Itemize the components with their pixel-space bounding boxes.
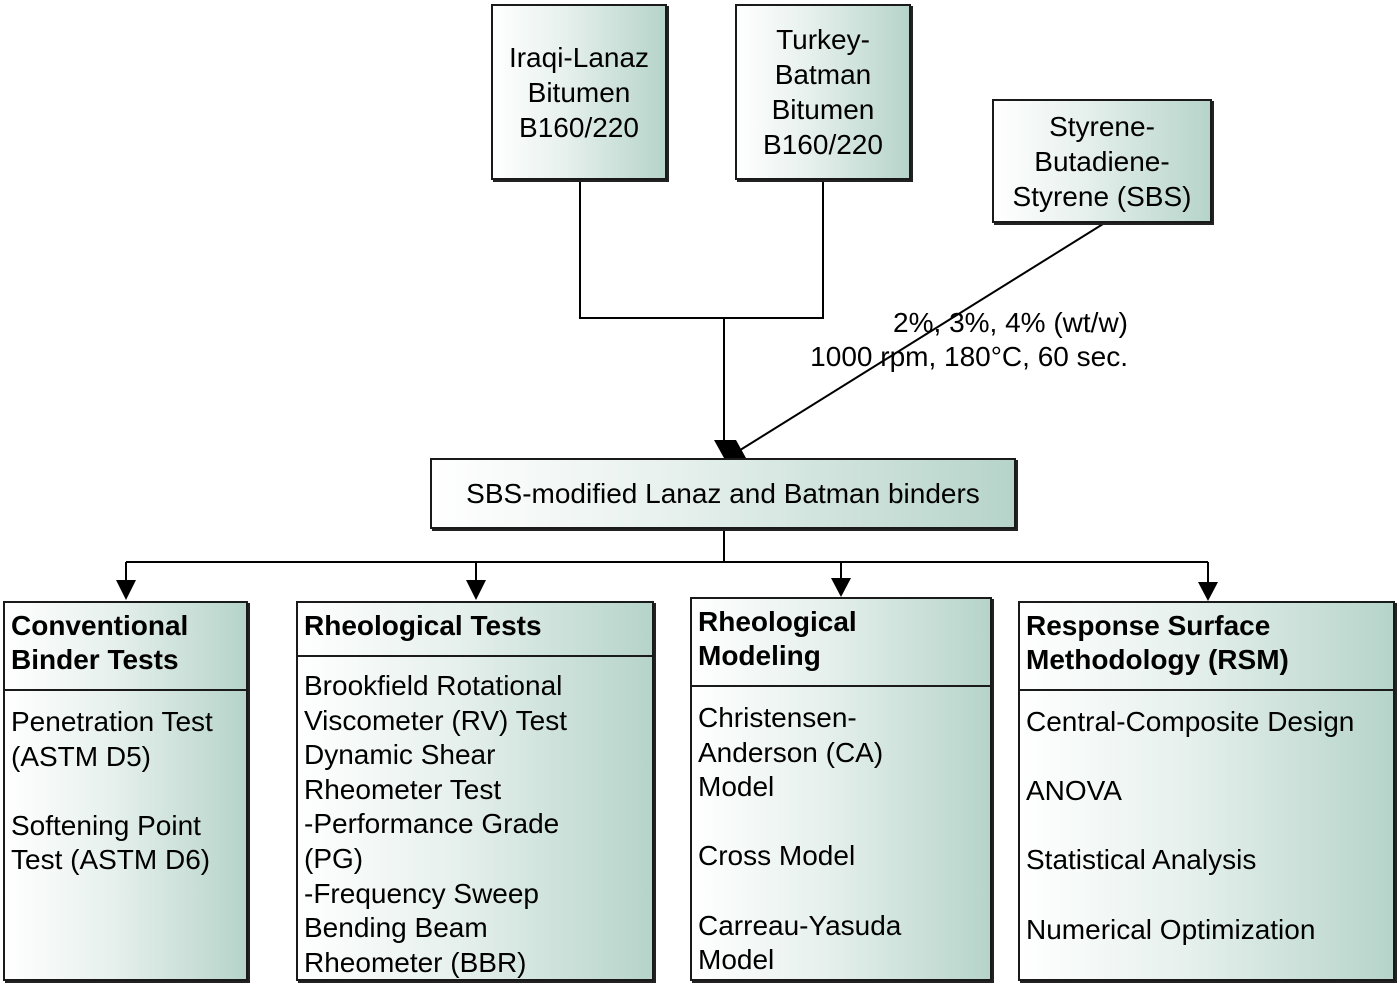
text-line: Bitumen — [527, 76, 631, 108]
mixing-annotation: 2%, 3%, 4% (wt/w) 1000 rpm, 180°C, 60 se… — [810, 306, 1128, 374]
source-box-lanaz: Iraqi-Lanaz Bitumen B160/220 — [491, 4, 667, 180]
arrow-down-icon — [1198, 582, 1218, 601]
connector-sbs — [736, 223, 1104, 453]
arrow-down-icon — [466, 580, 486, 600]
card-item: Cross Model — [698, 840, 856, 872]
card-item — [1026, 740, 1387, 775]
card-item: -Performance Grade — [304, 808, 560, 840]
card-rheological-modeling: Rheological Modeling Christensen- Anders… — [690, 597, 992, 981]
card-title-line: Rheological — [698, 606, 857, 637]
text-line: Iraqi-Lanaz — [508, 41, 650, 73]
card-item: Brookfield Rotational — [304, 670, 563, 701]
card-title-line: Response Surface — [1026, 610, 1271, 641]
card-item: Anderson (CA) — [698, 736, 884, 768]
mixing-conditions: 1000 rpm, 180°C, 60 sec. — [810, 341, 1128, 372]
card-item: Rheometer Test — [304, 773, 502, 805]
arrow-down-icon — [831, 578, 851, 597]
source-label: Iraqi-Lanaz Bitumen B160/220 — [509, 40, 649, 145]
card-item: Model — [698, 771, 775, 803]
card-body: Central-Composite Design ANOVA Statistic… — [1020, 691, 1393, 979]
card-header: Rheological Modeling — [692, 599, 990, 687]
card-body: Brookfield Rotational Viscometer (RV) Te… — [298, 657, 652, 979]
card-conventional: Conventional Binder Tests Penetration Te… — [3, 601, 248, 981]
card-item: Model — [698, 944, 775, 976]
card-header: Response Surface Methodology (RSM) — [1020, 603, 1393, 691]
card-rheological-tests: Rheological Tests Brookfield Rotational … — [296, 601, 654, 981]
text-line: B160/220 — [763, 129, 883, 160]
card-item: Carreau-Yasuda — [698, 909, 902, 941]
card-header: Rheological Tests — [298, 603, 652, 657]
arrow-down-icon — [116, 580, 136, 600]
card-title-line: Modeling — [698, 640, 821, 671]
card-item: Softening Point — [11, 809, 201, 841]
card-item: Penetration Test — [11, 706, 213, 737]
text-line: Butadiene- — [1034, 145, 1170, 177]
text-line: Styrene- — [1049, 110, 1155, 142]
card-item: Rheometer (BBR) — [304, 946, 527, 978]
card-body: Penetration Test (ASTM D5) Softening Poi… — [5, 691, 246, 979]
merge-arrowhead-icon — [714, 440, 746, 458]
connector-lanaz — [579, 180, 724, 319]
card-item: Central-Composite Design — [1026, 706, 1355, 737]
card-item: Statistical Analysis — [1026, 844, 1257, 876]
card-item: (ASTM D5) — [11, 740, 151, 772]
source-box-batman: Turkey- Batman Bitumen B160/220 — [735, 4, 911, 180]
card-item: (PG) — [304, 842, 364, 874]
source-box-sbs: Styrene- Butadiene- Styrene (SBS) — [992, 99, 1212, 223]
card-title-line: Conventional — [11, 610, 189, 641]
center-box: SBS-modified Lanaz and Batman binders — [430, 458, 1016, 529]
card-item: Viscometer (RV) Test — [304, 704, 567, 736]
card-item — [698, 874, 984, 909]
card-item — [1026, 878, 1387, 913]
card-item: Test (ASTM D6) — [11, 844, 211, 876]
card-item: Dynamic Shear — [304, 739, 496, 771]
card-item: -Frequency Sweep — [304, 877, 540, 909]
card-item — [698, 805, 984, 840]
card-header: Conventional Binder Tests — [5, 603, 246, 691]
card-item: Numerical Optimization — [1026, 913, 1316, 945]
card-item: Christensen- — [698, 702, 857, 733]
card-item: Bending Beam — [304, 912, 488, 944]
source-label: Turkey- Batman Bitumen B160/220 — [763, 22, 883, 162]
center-label: SBS-modified Lanaz and Batman binders — [466, 477, 980, 509]
card-title-line: Rheological Tests — [304, 610, 542, 641]
card-item — [11, 774, 240, 809]
card-title-line: Binder Tests — [11, 644, 179, 675]
text-line: Batman — [774, 59, 872, 90]
card-title-line: Methodology (RSM) — [1026, 644, 1289, 675]
card-item: ANOVA — [1026, 775, 1122, 807]
source-label: Styrene- Butadiene- Styrene (SBS) — [1013, 109, 1192, 214]
card-body: Christensen- Anderson (CA) Model Cross M… — [692, 687, 990, 979]
card-item — [1026, 809, 1387, 844]
mixing-dosage: 2%, 3%, 4% (wt/w) — [893, 307, 1128, 338]
card-rsm: Response Surface Methodology (RSM) Centr… — [1018, 601, 1395, 981]
connector-batman — [724, 180, 824, 319]
text-line: Turkey- — [776, 24, 870, 55]
text-line: Bitumen — [771, 94, 875, 125]
text-line: Styrene (SBS) — [1012, 180, 1192, 212]
text-line: B160/220 — [519, 111, 639, 143]
